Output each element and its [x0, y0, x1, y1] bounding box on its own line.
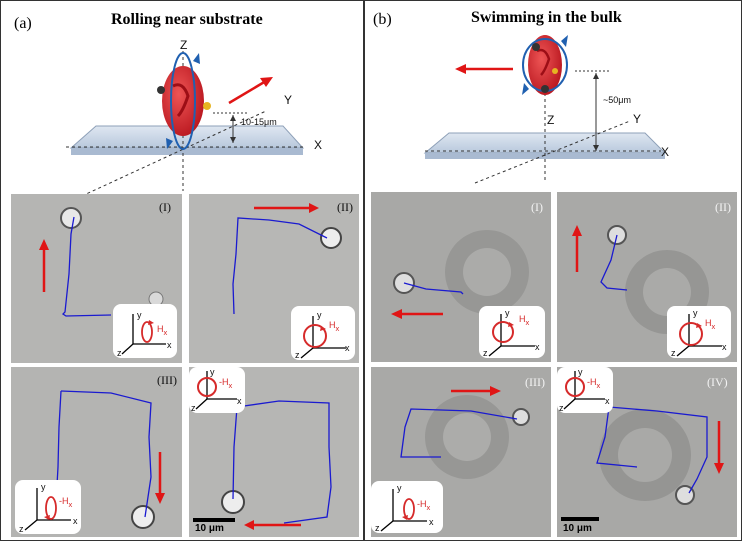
micrograph-b3: (III) y x z -Hx: [371, 367, 551, 537]
scale-label: 10 μm: [195, 523, 224, 534]
axis-x-label: X: [314, 138, 323, 152]
inset-axis-y: y: [397, 483, 402, 493]
panel-b-title: Swimming in the bulk: [471, 9, 622, 26]
field-label: Hx: [329, 320, 340, 333]
frame-label: (II): [337, 200, 353, 214]
frame-label: (II): [715, 200, 731, 214]
frame-label: (III): [525, 375, 545, 389]
micrograph-a2: (II) y x z Hx: [189, 194, 359, 363]
swimming-schematic: [423, 35, 667, 184]
field-label: -Hx: [587, 377, 601, 390]
micrograph-b4: (IV) y x z -Hx 10 μm: [557, 367, 737, 537]
panel-b: (b) Swimming in the bulk Z Y X ~: [364, 0, 742, 541]
inset-axis-y: y: [693, 308, 698, 318]
field-inset: y x z -Hx: [371, 481, 443, 533]
inset-axis-y: y: [41, 482, 46, 492]
micrograph-a1: (I) y x z Hx: [11, 194, 182, 363]
inset-axis-z: z: [375, 523, 380, 533]
field-label: Hx: [705, 318, 716, 331]
scale-bar: [561, 517, 599, 521]
inset-axis-x: x: [73, 516, 78, 526]
inset-axis-y: y: [578, 367, 583, 377]
field-label: Hx: [157, 324, 168, 337]
gap-label: 10-15μm: [241, 117, 277, 127]
frame-label: (I): [159, 200, 171, 214]
inset-axis-z: z: [559, 403, 564, 413]
panel-b-label: (b): [373, 11, 392, 28]
inset-axis-x: x: [345, 343, 350, 353]
inset-axis-x: x: [237, 396, 242, 406]
inset-axis-y: y: [317, 310, 322, 320]
scale-label: 10 μm: [563, 523, 592, 534]
frame-label: (III): [157, 373, 177, 387]
axis-y-label: Y: [284, 93, 293, 107]
panel-a-label: (a): [14, 15, 32, 32]
inset-axis-x: x: [722, 342, 727, 352]
micrograph-b2: (II) y x z Hx: [557, 192, 737, 362]
micrograph-a3: (III) y x z -Hx: [11, 367, 182, 537]
field-inset: y x z -Hx: [189, 367, 245, 413]
panel-a-title: Rolling near substrate: [111, 11, 263, 28]
inset-axis-z: z: [19, 524, 24, 534]
axis-z-label: Z: [547, 113, 555, 127]
inset-axis-z: z: [671, 348, 676, 358]
rolling-schematic: [66, 51, 306, 202]
inset-axis-z: z: [295, 350, 300, 360]
inset-axis-x: x: [535, 342, 540, 352]
panel-a: (a) Rolling near substrate Z Y X 1: [0, 0, 364, 541]
field-label: -Hx: [219, 377, 233, 390]
field-inset: y x z -Hx: [557, 367, 613, 413]
field-label: -Hx: [59, 496, 73, 509]
inset-axis-x: x: [429, 517, 434, 527]
field-inset: y x z Hx: [479, 306, 545, 358]
micrograph-b1: (I) y x z Hx: [371, 192, 551, 362]
axis-x-label: X: [661, 145, 670, 159]
field-label: -Hx: [417, 499, 431, 512]
inset-axis-z: z: [483, 348, 488, 358]
field-inset: y x z -Hx: [15, 480, 81, 534]
frame-label: (I): [531, 200, 543, 214]
inset-axis-y: y: [505, 308, 510, 318]
field-label: Hx: [519, 314, 530, 327]
field-inset: y x z Hx: [113, 304, 177, 358]
inset-axis-y: y: [137, 310, 142, 320]
axis-y-label: Y: [633, 112, 642, 126]
inset-axis-z: z: [191, 403, 196, 413]
gap-label: ~50μm: [603, 95, 631, 105]
frame-label: (IV): [707, 375, 728, 389]
field-inset: y x z Hx: [291, 306, 355, 360]
axis-z-label: Z: [180, 38, 188, 52]
inset-axis-x: x: [605, 396, 610, 406]
field-inset: y x z Hx: [667, 306, 731, 358]
micrograph-a4: y x z -Hx 10 μm: [189, 367, 359, 537]
inset-axis-z: z: [117, 348, 122, 358]
rbc-cell: [162, 66, 204, 136]
inset-axis-x: x: [167, 340, 172, 350]
scale-bar: [193, 518, 235, 522]
inset-axis-y: y: [210, 367, 215, 377]
